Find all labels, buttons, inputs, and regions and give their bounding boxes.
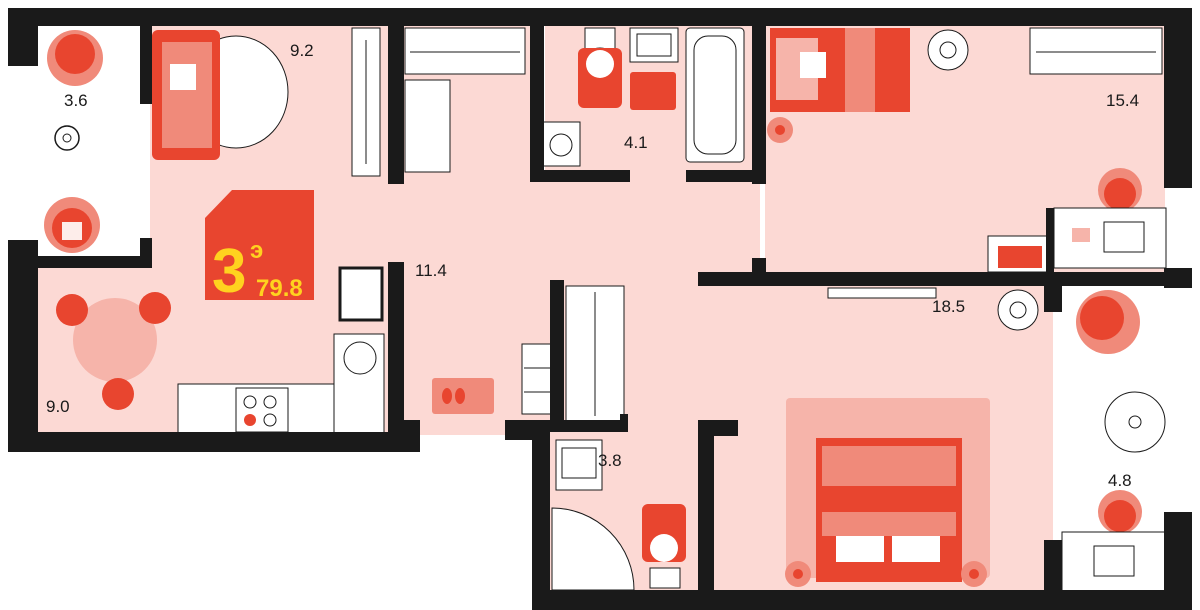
walls bbox=[8, 8, 1192, 610]
wall-segment bbox=[698, 272, 1164, 286]
wardrobe-icon bbox=[351, 27, 381, 177]
armchair-icon bbox=[1076, 290, 1140, 354]
wardrobe-icon bbox=[1029, 27, 1163, 75]
badge-area: 79.8 bbox=[256, 275, 303, 302]
wall-segment bbox=[505, 420, 550, 440]
wall-segment bbox=[532, 590, 1192, 610]
room-label-bathroom-top: 4.1 bbox=[624, 133, 648, 152]
wardrobe-icon bbox=[565, 285, 625, 423]
wardrobe-icon bbox=[404, 27, 526, 173]
bookshelf bbox=[987, 235, 1051, 273]
air-conditioner-icon bbox=[827, 287, 937, 299]
bed-icon bbox=[770, 28, 910, 112]
wall-segment bbox=[1046, 208, 1054, 272]
armchair-icon bbox=[47, 30, 103, 86]
badge-rooms: 3 bbox=[212, 237, 246, 306]
badge-suffix: э bbox=[250, 237, 263, 264]
table-icon bbox=[54, 125, 80, 151]
wall-segment bbox=[760, 8, 1192, 26]
chair-icon bbox=[1098, 168, 1142, 212]
plant-icon bbox=[997, 289, 1039, 331]
wall-segment bbox=[698, 432, 714, 592]
doormat-icon bbox=[432, 378, 494, 414]
side-lamp bbox=[785, 561, 987, 587]
wall-segment bbox=[140, 24, 152, 104]
armchair-icon bbox=[44, 197, 100, 253]
wall-segment bbox=[752, 24, 766, 184]
washing-machine-icon bbox=[541, 121, 581, 167]
plant-icon bbox=[927, 29, 969, 71]
wall-segment bbox=[38, 256, 150, 268]
side-lamp bbox=[767, 117, 793, 143]
wall-segment bbox=[1044, 282, 1062, 312]
wall-segment bbox=[1044, 540, 1062, 592]
wall-segment bbox=[550, 420, 628, 432]
desk-icon bbox=[1061, 531, 1167, 593]
wall-segment bbox=[8, 240, 38, 452]
wall-segment bbox=[530, 24, 544, 179]
toilet-icon bbox=[578, 27, 622, 108]
stove-icon bbox=[235, 387, 289, 433]
room-label-hallway: 11.4 bbox=[415, 261, 447, 280]
wall-segment bbox=[1164, 8, 1192, 188]
room-label-balcony-right: 4.8 bbox=[1108, 471, 1132, 490]
dining-table-icon bbox=[56, 292, 171, 410]
badge-shape bbox=[205, 190, 314, 300]
room-label-living-room: 9.2 bbox=[290, 41, 314, 60]
sink-icon bbox=[343, 341, 377, 375]
chair-icon bbox=[1098, 490, 1142, 534]
room-label-kitchen: 9.0 bbox=[46, 397, 70, 416]
sofa-icon bbox=[152, 30, 220, 160]
fridge bbox=[338, 266, 384, 322]
area-badge: 3 э 79.8 bbox=[205, 190, 314, 306]
sink-icon bbox=[629, 27, 679, 63]
wall-segment bbox=[8, 8, 536, 26]
wall-segment bbox=[388, 24, 404, 184]
bath-mat bbox=[630, 72, 676, 110]
wall-segment bbox=[532, 436, 550, 610]
room-label-bedroom-top: 15.4 bbox=[1106, 91, 1139, 110]
room-label-bathroom-bottom: 3.8 bbox=[598, 451, 622, 470]
shower-icon bbox=[551, 507, 635, 591]
furniture bbox=[44, 27, 1167, 593]
room-label-balcony-left: 3.6 bbox=[64, 91, 88, 110]
double-bed-icon bbox=[816, 438, 962, 582]
wall-segment bbox=[530, 170, 630, 182]
bathtub-icon bbox=[685, 27, 745, 163]
shoe-rack-icon bbox=[521, 343, 553, 415]
wall-segment bbox=[550, 280, 564, 426]
room-labels: 3.6 9.2 11.4 9.0 4.1 15.4 18.5 3.8 4.8 bbox=[46, 41, 1139, 490]
sink-icon bbox=[555, 439, 603, 491]
wall-segment bbox=[8, 432, 408, 452]
desk-icon bbox=[1053, 207, 1167, 269]
wall-segment bbox=[752, 258, 766, 276]
room-label-bedroom-main: 18.5 bbox=[932, 297, 965, 316]
table-icon bbox=[1104, 391, 1166, 453]
wall-segment bbox=[686, 170, 756, 182]
wall-segment bbox=[388, 262, 404, 432]
toilet-icon bbox=[642, 504, 686, 589]
wall-segment bbox=[1164, 268, 1192, 288]
wall-segment bbox=[530, 8, 765, 26]
